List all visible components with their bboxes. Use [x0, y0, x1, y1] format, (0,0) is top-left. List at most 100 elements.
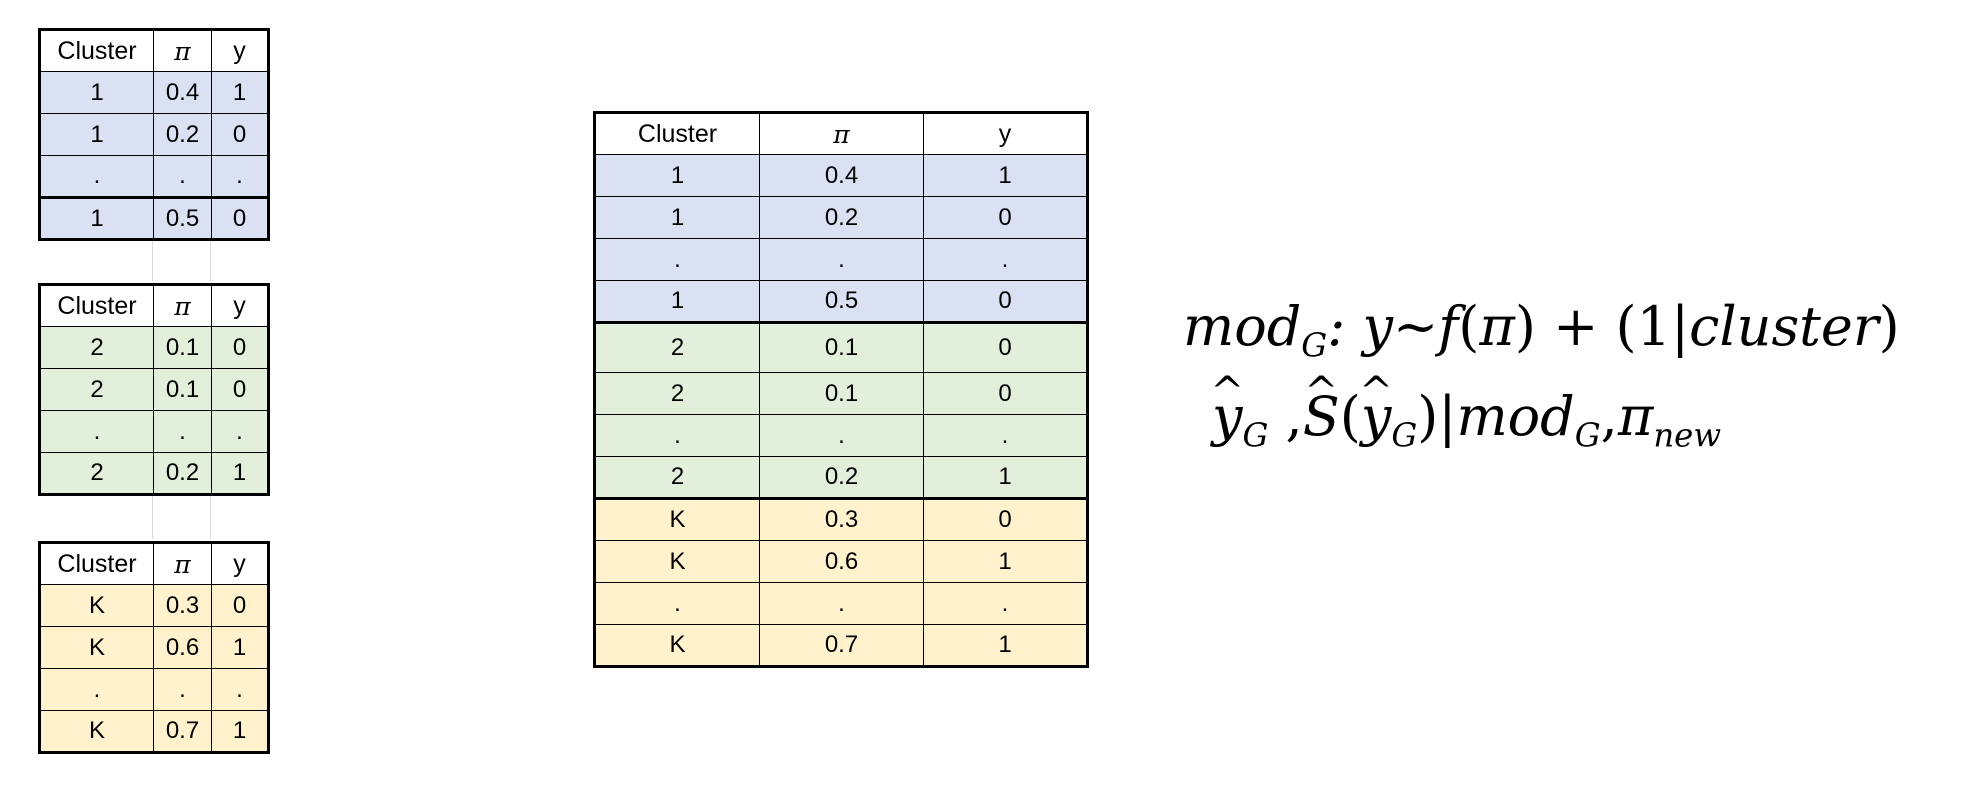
cell-y: 0 [923, 280, 1088, 323]
formula-mod: mod [1456, 385, 1575, 448]
cell-y: 1 [211, 71, 269, 114]
combined-table: Cluster π y 1 0.4 1 1 0.2 0 . . . 1 0.5 … [593, 111, 1089, 668]
cell-cluster: 2 [594, 372, 760, 415]
cell-cluster: . [39, 155, 154, 198]
cell-pi: . [153, 668, 212, 711]
cell-pi: 0.1 [759, 372, 924, 415]
header-pi: π [153, 284, 212, 327]
gridline [210, 496, 211, 539]
cell-y: 0 [211, 113, 269, 156]
cell-cluster: K [594, 624, 760, 667]
formula-f: f [1438, 295, 1459, 358]
formula-colon-y: : y~ [1327, 295, 1439, 358]
table-row: . . . [39, 668, 269, 711]
cell-y: 1 [923, 624, 1088, 667]
table-row: 1 0.5 0 [39, 196, 269, 240]
cell-y: 0 [211, 326, 269, 369]
table-row: 2 0.2 1 [39, 452, 269, 495]
header-cluster: Cluster [39, 29, 154, 72]
cell-pi: 0.6 [153, 626, 212, 669]
formula-mod: mod [1183, 295, 1302, 358]
cell-y: 0 [923, 196, 1088, 239]
cell-y: 0 [923, 372, 1088, 415]
cell-cluster: 1 [39, 71, 154, 114]
header-y: y [211, 29, 269, 72]
formula-subscript-g: G [1301, 326, 1328, 365]
cell-cluster: . [594, 582, 760, 625]
cell-y: . [923, 582, 1088, 625]
formula-subscript-g: G [1391, 416, 1418, 455]
formula-paren-open: ( [1339, 385, 1361, 448]
cell-cluster: 1 [594, 280, 760, 323]
cell-cluster: 1 [39, 113, 154, 156]
cell-pi: 0.2 [153, 113, 212, 156]
cell-pi: . [153, 410, 212, 453]
table-header-row: Cluster π y [594, 112, 1088, 155]
cell-cluster: . [594, 238, 760, 281]
cell-cluster: . [39, 410, 154, 453]
table-row: . . . [594, 582, 1088, 625]
table-header-row: Cluster π y [39, 29, 269, 72]
table-row: K 0.7 1 [594, 624, 1088, 667]
table-row: 2 0.1 0 [39, 368, 269, 411]
formula-cluster: cluster [1689, 295, 1879, 358]
cell-y: 0 [923, 497, 1088, 541]
cell-pi: . [759, 582, 924, 625]
formula-plus: + [1535, 295, 1616, 358]
table-row: 2 0.1 0 [594, 321, 1088, 373]
table-row: . . . [39, 155, 269, 198]
cell-pi: 0.2 [759, 196, 924, 239]
table-row: K 0.7 1 [39, 710, 269, 753]
header-y: y [211, 542, 269, 585]
cell-y: 0 [211, 368, 269, 411]
cell-cluster: 2 [594, 321, 760, 373]
cell-cluster: K [39, 710, 154, 753]
table-row: 1 0.2 0 [594, 196, 1088, 239]
header-y: y [211, 284, 269, 327]
gridline [210, 238, 211, 281]
cell-pi: 0.3 [759, 497, 924, 541]
formula-subscript-g: G [1242, 416, 1269, 455]
header-pi: π [153, 542, 212, 585]
cell-y: 1 [923, 154, 1088, 197]
cell-pi: . [759, 414, 924, 457]
header-cluster: Cluster [39, 542, 154, 585]
cell-cluster: 2 [39, 368, 154, 411]
table-row: 1 0.2 0 [39, 113, 269, 156]
formula-subscript-g: G [1574, 416, 1601, 455]
cell-pi: 0.1 [759, 321, 924, 373]
cell-y: . [923, 414, 1088, 457]
formula-paren-close: ) [1514, 295, 1536, 358]
formula-random-effect-open: (1| [1615, 295, 1690, 358]
formula-y-hat: y [1361, 385, 1392, 448]
cell-y: 0 [211, 584, 269, 627]
cell-pi: 0.4 [153, 71, 212, 114]
cell-y: . [923, 238, 1088, 281]
cell-y: 0 [211, 196, 269, 240]
header-y: y [923, 112, 1088, 155]
model-formula: modG: y~f(π) + (1|cluster) [1183, 295, 1900, 362]
cell-cluster: . [39, 668, 154, 711]
table-row: 1 0.4 1 [594, 154, 1088, 197]
cell-cluster: 1 [39, 196, 154, 240]
table-row: . . . [594, 414, 1088, 457]
cell-y: 1 [211, 710, 269, 753]
table-header-row: Cluster π y [39, 284, 269, 327]
cell-cluster: 1 [594, 196, 760, 239]
cell-pi: 0.7 [153, 710, 212, 753]
cell-pi: 0.4 [759, 154, 924, 197]
formula-pi: π [1617, 385, 1654, 448]
cell-cluster: 2 [39, 452, 154, 495]
formula-y-hat: y [1212, 385, 1243, 448]
cell-pi: 0.2 [759, 456, 924, 499]
table-row: 2 0.1 0 [39, 326, 269, 369]
formula-paren-open: ( [1458, 295, 1480, 358]
cell-y: 1 [923, 456, 1088, 499]
table-row: 2 0.1 0 [594, 372, 1088, 415]
table-header-row: Cluster π y [39, 542, 269, 585]
cell-pi: . [153, 155, 212, 198]
table-row: 1 0.5 0 [594, 280, 1088, 323]
formula-subscript-new: new [1653, 416, 1722, 455]
header-pi: π [153, 29, 212, 72]
gridline [152, 238, 153, 281]
